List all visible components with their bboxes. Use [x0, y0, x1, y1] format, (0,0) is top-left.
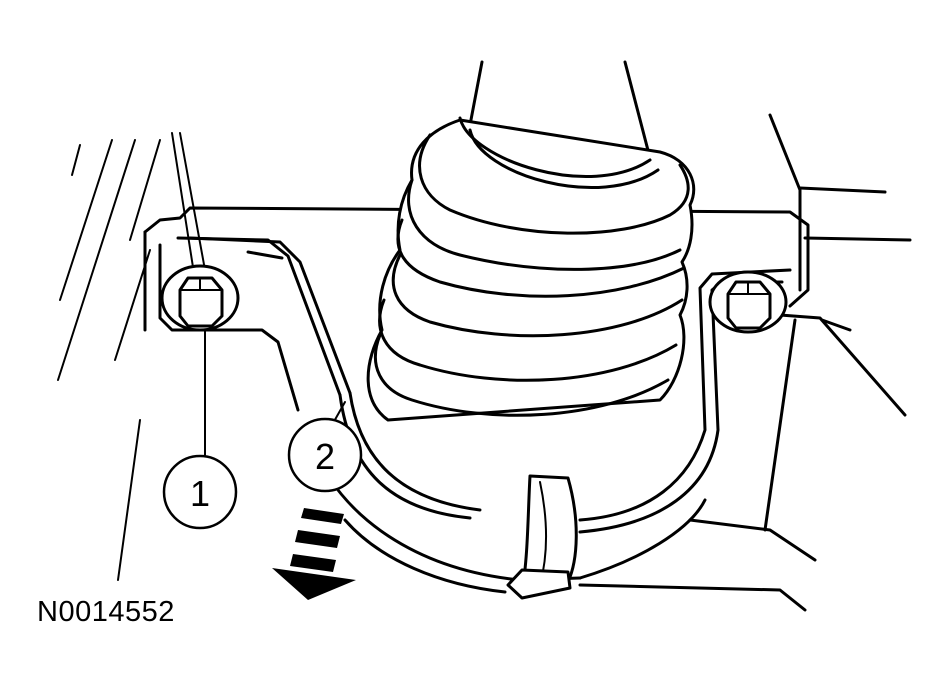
shift-lever-shaft	[468, 60, 652, 160]
figure-id: N0014552	[37, 596, 175, 628]
strap-tie	[506, 474, 578, 600]
right-structure	[578, 113, 912, 612]
callout-1-number: 1	[190, 473, 210, 514]
callout-2-number: 2	[315, 436, 335, 477]
left-bolt	[160, 264, 240, 332]
right-bolt	[708, 270, 788, 334]
callout-2: 2	[287, 417, 363, 493]
direction-arrow	[272, 508, 356, 600]
shift-boot-bellows	[366, 116, 696, 422]
callout-1: 1	[162, 454, 238, 530]
